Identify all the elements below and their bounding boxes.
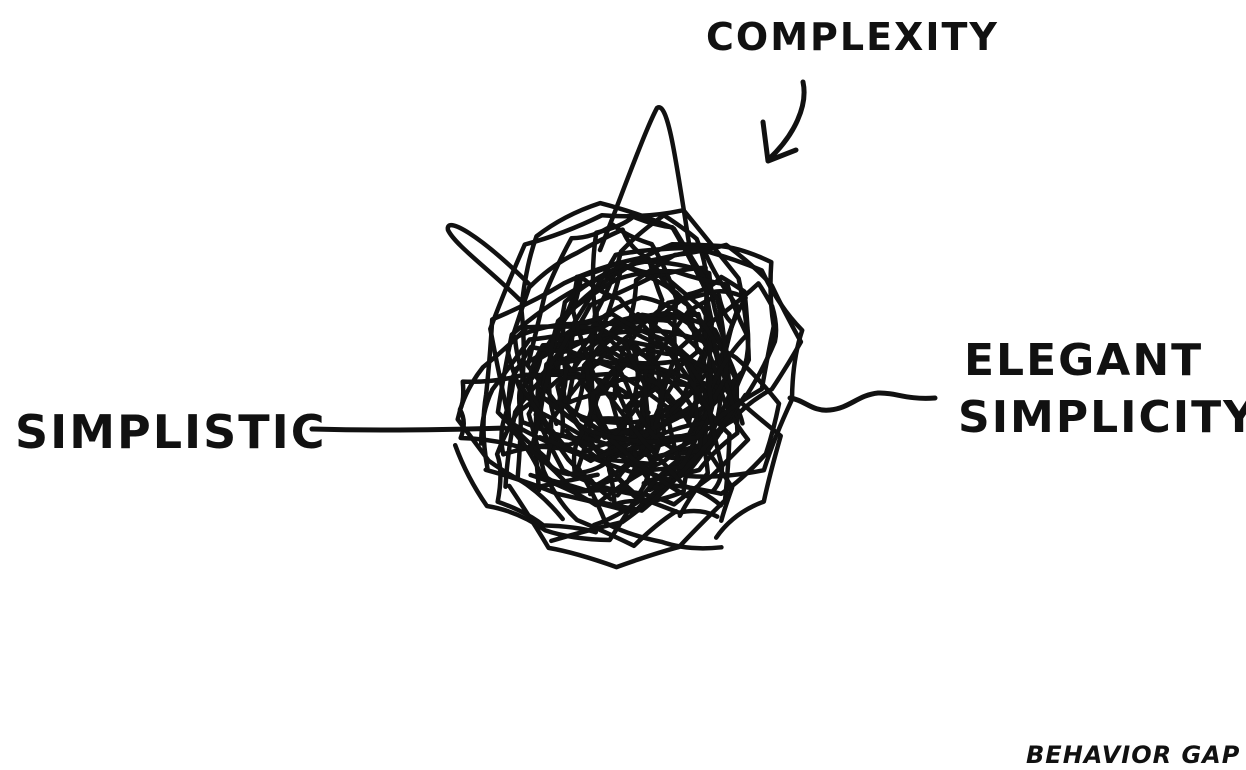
brand-label: BEHAVIOR GAP xyxy=(1026,741,1240,769)
arrow-shaft xyxy=(768,82,804,160)
complexity-label: COMPLEXITY xyxy=(706,15,999,59)
simplistic-line xyxy=(312,428,505,430)
elegant-line xyxy=(790,393,935,410)
complexity-scribble xyxy=(448,107,802,567)
complexity-arrow xyxy=(763,82,804,161)
elegant-label-line2: SIMPLICITY xyxy=(958,392,1246,443)
elegant-label-line1: ELEGANT xyxy=(964,335,1203,386)
simplistic-label: SIMPLISTIC xyxy=(15,405,327,459)
